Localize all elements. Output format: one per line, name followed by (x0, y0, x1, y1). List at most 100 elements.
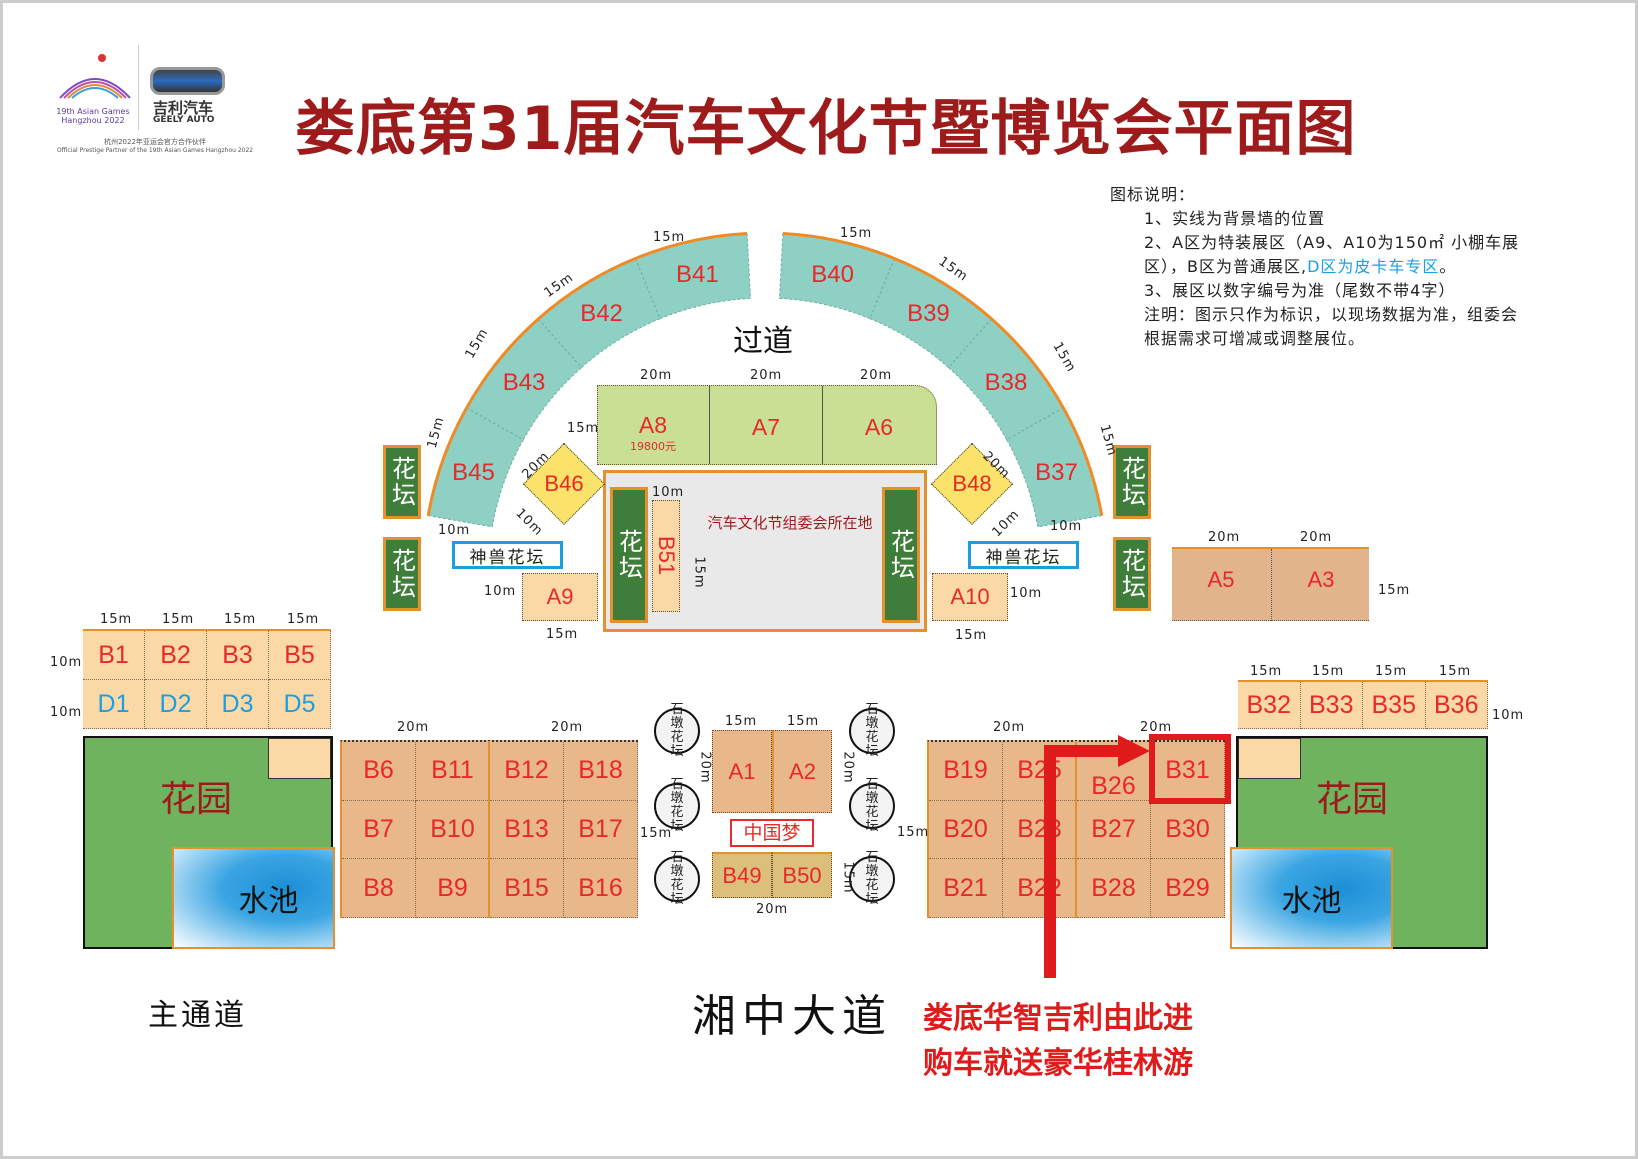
asian-games-text: 19th Asian Games Hangzhou 2022 (56, 107, 130, 125)
booth-b50[interactable]: B50 (772, 852, 832, 898)
booth-d2[interactable]: D2 (145, 680, 207, 729)
booth-d5[interactable]: D5 (269, 680, 331, 729)
geely-cn: 吉利汽车 (153, 99, 214, 117)
planter: 花坛 (383, 445, 421, 519)
booth-b13[interactable]: B13 (490, 800, 564, 860)
booth-b2[interactable]: B2 (145, 631, 207, 680)
geely-badge-icon (150, 67, 225, 95)
booth-a5[interactable]: A5 (1207, 567, 1235, 592)
legend-item-2-text: 2、A区为特装展区（A9、A10为150㎡ 小棚车展区），B区为普通展区, (1144, 233, 1520, 276)
booth-b37[interactable]: B37 (1035, 459, 1078, 486)
booth-b7[interactable]: B7 (342, 800, 416, 860)
booth-b5[interactable]: B5 (269, 631, 331, 680)
dimension-label: 20m (551, 720, 584, 735)
partner-cn: 杭州2022年亚运会官方合作伙伴 (104, 138, 206, 146)
beast-planter: 神兽花坛 (968, 541, 1079, 569)
dimension-label: 20m (697, 751, 713, 784)
booth-b6[interactable]: B6 (342, 742, 416, 801)
booth-d3[interactable]: D3 (207, 680, 269, 729)
legend-item-2-d-zone: D区为皮卡车专区 (1307, 257, 1440, 276)
booth-a9[interactable]: A9 (522, 573, 598, 621)
booth-b36[interactable]: B36 (1425, 682, 1488, 729)
booth-b46[interactable]: B46 (544, 471, 584, 496)
dimension-label: 10m (50, 655, 83, 670)
booth-b18[interactable]: B18 (564, 742, 638, 801)
aisle-label: 过道 (733, 324, 793, 359)
background-wall (426, 231, 748, 516)
booth-b39[interactable]: B39 (907, 300, 950, 327)
booth-d1[interactable]: D1 (83, 680, 145, 729)
dimension-label: 15m (897, 825, 930, 840)
booth-b28[interactable]: B28 (1077, 859, 1151, 918)
booth-b41[interactable]: B41 (676, 261, 719, 288)
booth-b8[interactable]: B8 (342, 859, 416, 918)
divider (709, 386, 710, 464)
dimension-label: 10m (1050, 519, 1083, 534)
booth-b32[interactable]: B32 (1238, 682, 1301, 729)
divider (1271, 549, 1272, 621)
dimension-label: 15m (287, 612, 320, 627)
dimension-label: 10m (652, 485, 685, 500)
planter: 花坛 (882, 487, 920, 623)
booth-a2[interactable]: A2 (772, 730, 832, 813)
booth-a10[interactable]: A10 (932, 573, 1008, 621)
wall (1075, 741, 1077, 918)
promo-line-1: 娄底华智吉利由此进 (923, 1001, 1193, 1036)
dimension-label: 15m (546, 627, 579, 642)
booth-b51[interactable]: B51 (652, 500, 680, 612)
booth-b48[interactable]: B48 (952, 471, 992, 496)
dimension-label: 15m (1312, 664, 1345, 679)
booth-b9[interactable]: B9 (416, 859, 490, 918)
dimension-label: 20m (1300, 530, 1333, 545)
booth-b3[interactable]: B3 (207, 631, 269, 680)
booth-b42[interactable]: B42 (580, 300, 623, 327)
dimension-label: 20m (1140, 720, 1173, 735)
booth-b20[interactable]: B20 (929, 800, 1003, 860)
booth-a3[interactable]: A3 (1307, 567, 1335, 592)
legend-item-3: 3、展区以数字编号为准（尾数不带4字） (1144, 281, 1456, 300)
booth-b30[interactable]: B30 (1151, 800, 1225, 860)
dimension-label: 15m (840, 861, 856, 894)
dimension-label: 15m (787, 714, 820, 729)
booth-b35[interactable]: B35 (1363, 682, 1426, 729)
legend-item-2: 2、A区为特装展区（A9、A10为150㎡ 小棚车展区），B区为普通展区,D区为… (1110, 231, 1530, 279)
planter: 花坛 (610, 487, 648, 623)
stone-planter: 石墩花坛 (849, 778, 895, 834)
booth-b45[interactable]: B45 (452, 459, 495, 486)
booth-b19[interactable]: B19 (929, 742, 1003, 801)
dimension-label: 15m (840, 226, 873, 241)
booth-b40[interactable]: B40 (811, 261, 854, 288)
dimension-label: 10m (438, 523, 471, 538)
booth-b43[interactable]: B43 (503, 369, 546, 396)
divider (822, 386, 823, 464)
booth-a8[interactable]: A8 (638, 411, 668, 438)
booth-a7[interactable]: A7 (751, 414, 781, 440)
asian-games-logo-icon (59, 54, 131, 99)
legend-item-1: 1、实线为背景墙的位置 (1144, 209, 1326, 228)
sponsor-logos: 19th Asian Games Hangzhou 2022 吉利汽车 GEEL… (45, 45, 265, 160)
booth-b15[interactable]: B15 (490, 859, 564, 918)
booth-a1[interactable]: A1 (712, 730, 772, 813)
booth-b49[interactable]: B49 (712, 852, 772, 898)
pool: 水池 (1230, 847, 1393, 949)
booth-b21[interactable]: B21 (929, 859, 1003, 918)
booth-b33[interactable]: B33 (1300, 682, 1363, 729)
dimension-label: 15m (224, 612, 257, 627)
booth-a6[interactable]: A6 (864, 414, 894, 440)
booth-b1[interactable]: B1 (83, 631, 145, 680)
booth-b16[interactable]: B16 (564, 859, 638, 918)
dimension-label: 15m (640, 826, 673, 841)
booth-b29[interactable]: B29 (1151, 859, 1225, 918)
booth-b12[interactable]: B12 (490, 742, 564, 801)
booth-b27[interactable]: B27 (1077, 800, 1151, 860)
dimension-label: 10m (1010, 586, 1043, 601)
booth-b17[interactable]: B17 (564, 800, 638, 860)
booth-b38[interactable]: B38 (985, 369, 1028, 396)
dimension-label: 15m (1375, 664, 1408, 679)
dimension-label: 15m (1378, 583, 1411, 598)
dimension-label: 15m (567, 421, 600, 436)
